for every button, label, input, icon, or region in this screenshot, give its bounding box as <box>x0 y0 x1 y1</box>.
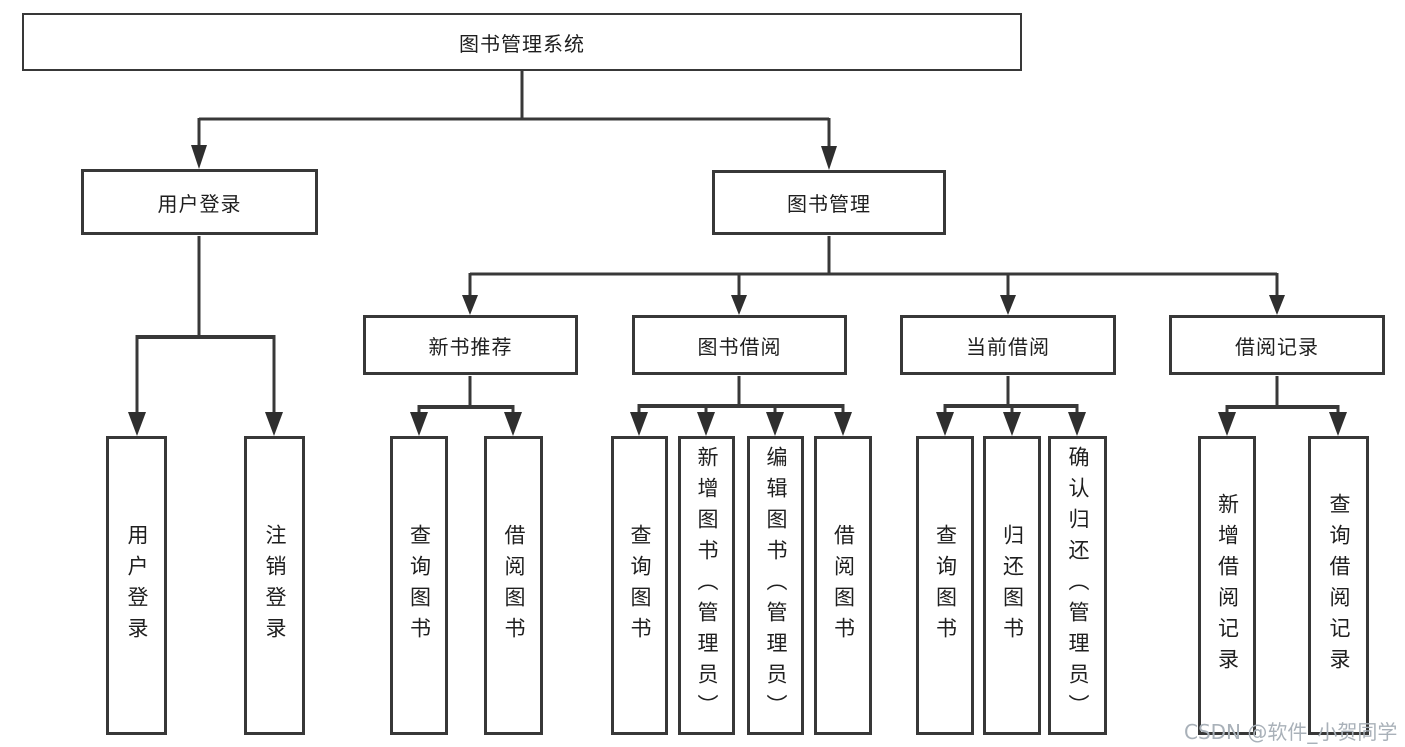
leaf-borrow-books-borrow: 借阅图书 <box>814 436 872 735</box>
leaf-query-books-borrow: 查询图书 <box>611 436 668 735</box>
node-label: 借阅图书 <box>831 523 856 648</box>
node-borrowing-records: 借阅记录 <box>1169 315 1385 375</box>
csdn-watermark: CSDN @软件_小贺同学 <box>1184 720 1398 744</box>
node-label: 借阅记录 <box>1235 334 1319 359</box>
node-label: 图书管理系统 <box>459 31 585 56</box>
node-label: 用户登录 <box>125 523 149 648</box>
arrowheads <box>128 145 1347 436</box>
leaf-user-login: 用户登录 <box>106 436 167 735</box>
node-user-login: 用户登录 <box>81 169 318 235</box>
node-label: 新增图书（管理员） <box>695 446 719 725</box>
leaf-return-books: 归还图书 <box>983 436 1041 735</box>
node-library-management-system: 图书管理系统 <box>22 13 1022 71</box>
node-label: 借阅图书 <box>502 523 526 648</box>
leaf-confirm-return-admin: 确认归还（管理员） <box>1048 436 1107 735</box>
leaf-edit-book-admin: 编辑图书（管理员） <box>747 436 804 735</box>
node-label: 注销登录 <box>263 523 287 648</box>
leaf-query-borrow-record: 查询借阅记录 <box>1308 436 1369 735</box>
node-label: 编辑图书（管理员） <box>764 446 788 725</box>
node-label: 查询图书 <box>407 523 432 648</box>
node-label: 当前借阅 <box>966 334 1050 359</box>
leaf-add-borrow-record: 新增借阅记录 <box>1198 436 1256 735</box>
node-label: 图书管理 <box>787 192 871 216</box>
leaf-borrow-books-recommend: 借阅图书 <box>484 436 543 735</box>
leaf-query-books-current: 查询图书 <box>916 436 974 735</box>
leaf-logout: 注销登录 <box>244 436 305 735</box>
node-label: 查询借阅记录 <box>1327 492 1351 679</box>
node-label: 查询图书 <box>933 523 958 648</box>
node-new-book-recommendation: 新书推荐 <box>363 315 578 375</box>
node-label: 归还图书 <box>1000 523 1025 648</box>
leaf-add-book-admin: 新增图书（管理员） <box>678 436 735 735</box>
node-label: 用户登录 <box>157 191 242 216</box>
node-label: 新增借阅记录 <box>1215 492 1240 679</box>
node-current-borrowing: 当前借阅 <box>900 315 1116 375</box>
node-book-management: 图书管理 <box>712 170 946 235</box>
node-label: 确认归还（管理员） <box>1066 446 1090 725</box>
node-book-borrowing: 图书借阅 <box>632 315 847 375</box>
leaf-query-books-recommend: 查询图书 <box>390 436 448 735</box>
node-label: 图书借阅 <box>697 334 782 359</box>
node-label: 新书推荐 <box>428 334 513 359</box>
node-label: 查询图书 <box>628 523 652 648</box>
